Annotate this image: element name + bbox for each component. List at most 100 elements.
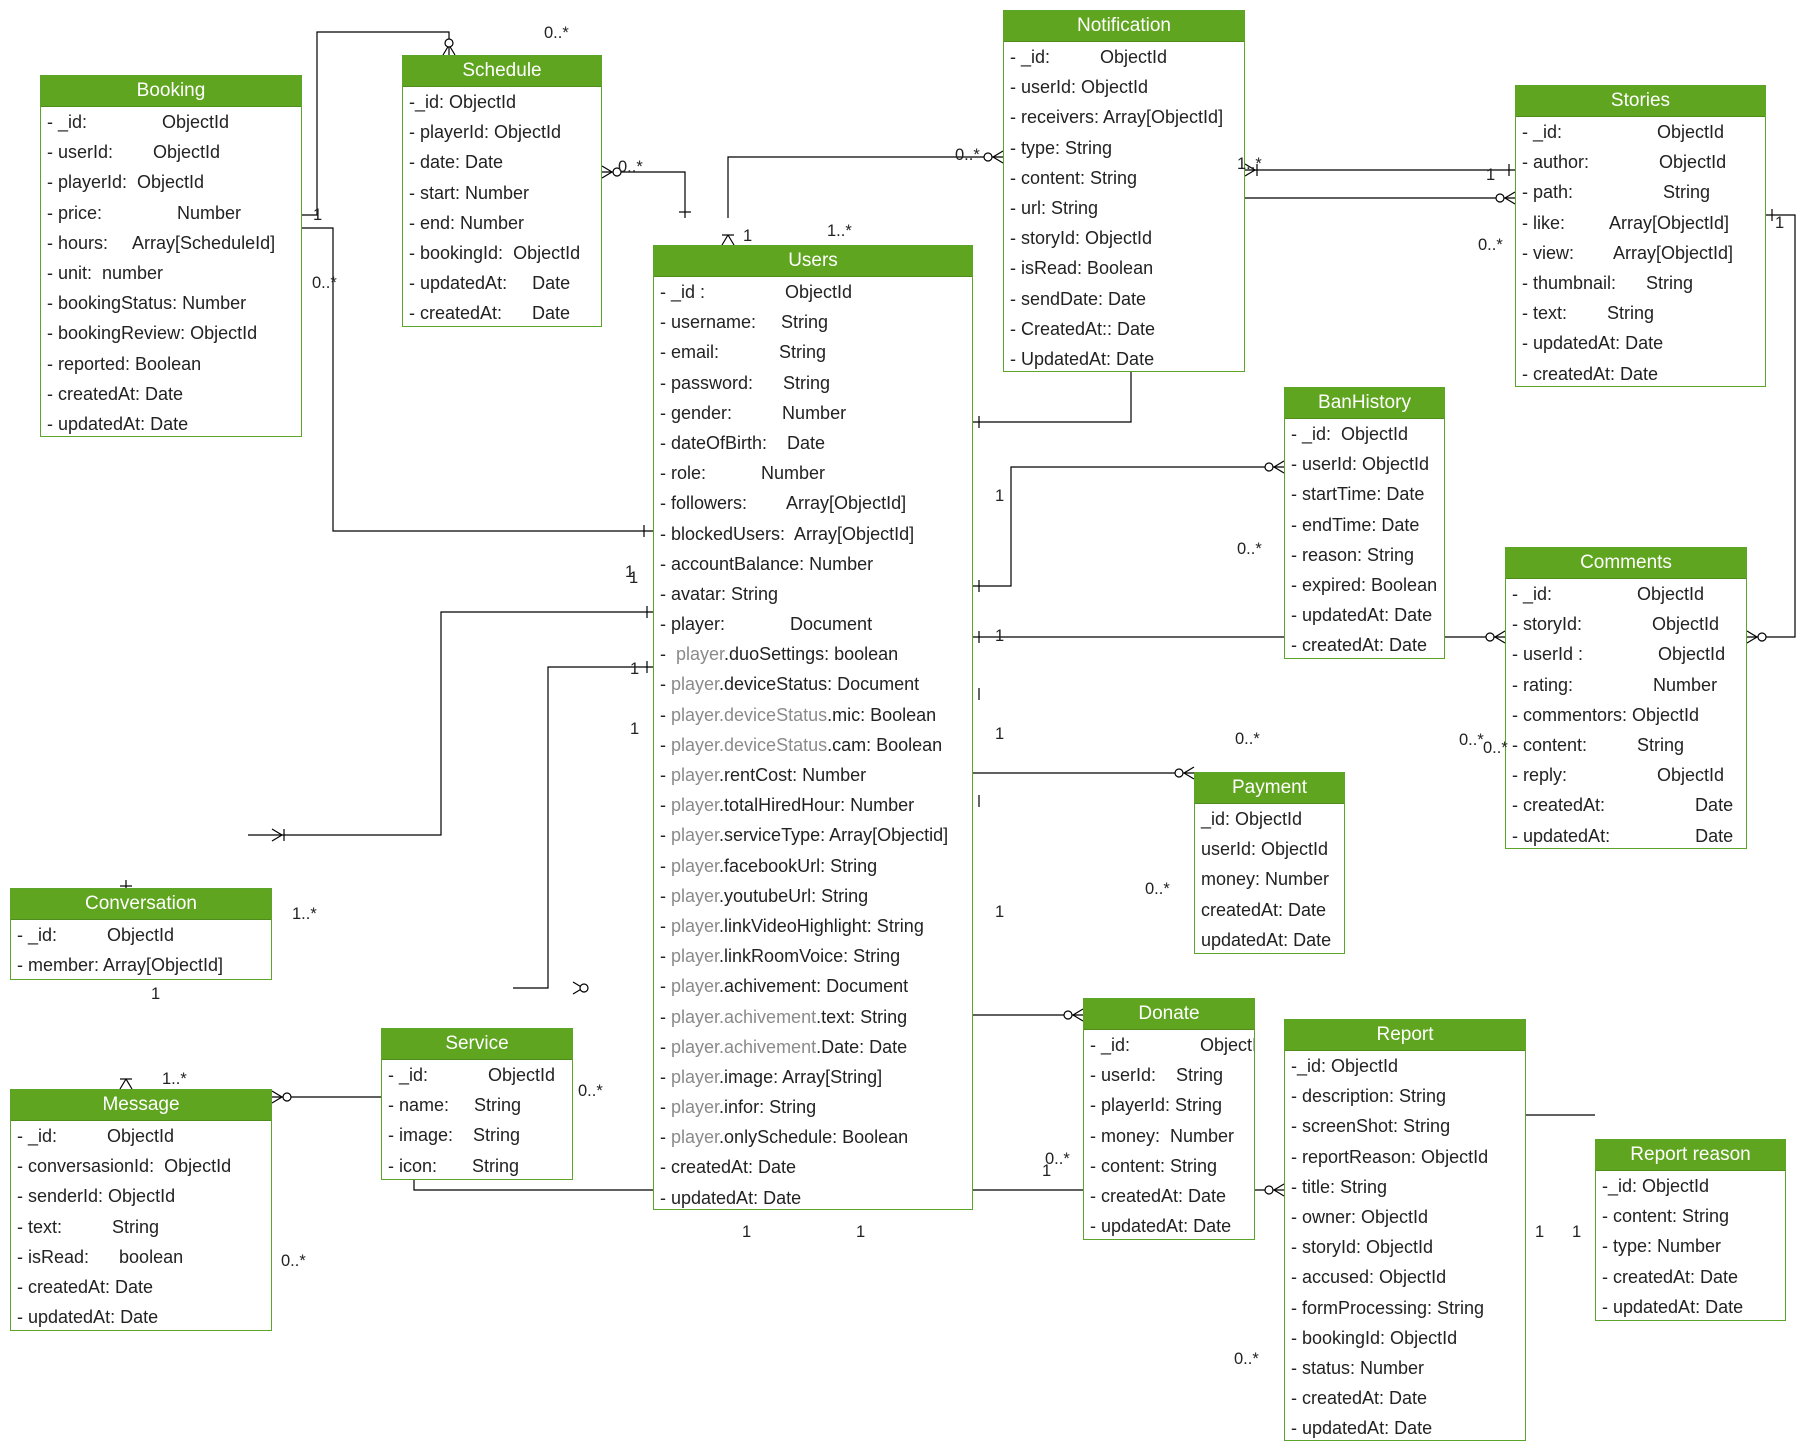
many-marker (1273, 1183, 1285, 1197)
multiplicity-label: 1..* (162, 1070, 187, 1088)
multiplicity-label: 1 (1042, 1162, 1052, 1180)
entity-field: - description: String (1291, 1086, 1447, 1107)
field-text: .linkVideoHighlight: String (719, 915, 924, 936)
relation-line-2 (272, 227, 653, 532)
entity-title: Payment (1195, 773, 1344, 804)
multiplicity-label: 0..* (1478, 236, 1503, 254)
entity-field: - _id: ObjectId (388, 1065, 556, 1085)
entity-field: - hours: Array[ScheduleId] (47, 232, 276, 253)
entity-field: - isRead: Boolean (1010, 258, 1154, 279)
field-prefix: player (671, 674, 720, 695)
relation-line-11 (970, 772, 1194, 802)
zero-marker (1485, 632, 1495, 642)
many-marker (1494, 630, 1506, 644)
entity-field: - player.deviceStatus.mic: Boolean (654, 700, 972, 730)
relation-line-4 (727, 156, 1003, 218)
entity-field: - _id: ObjectId (1512, 584, 1705, 604)
relation-line-7 (973, 466, 1284, 587)
field-prefix: player (671, 915, 720, 936)
entity-field: - email: String (654, 337, 972, 367)
field-text: - player: Document (660, 614, 873, 635)
multiplicity-label: 1 (995, 903, 1005, 921)
entity-field: - updatedAt: Date (1602, 1296, 1744, 1317)
field-bullet: - (660, 915, 671, 936)
entity-field: - content: String (1602, 1206, 1730, 1227)
entity-field: - player.serviceType: Array[Objectid] (654, 820, 972, 850)
entity-field: - url: String (1010, 197, 1099, 218)
entity-field: - date: Date (409, 152, 504, 173)
entity-field: - isRead: boolean (17, 1246, 184, 1267)
entity-field: - createdAt: Date (47, 383, 184, 404)
zero-marker (444, 38, 454, 48)
many-marker (1183, 766, 1195, 780)
entity-field: - player.infor: String (654, 1092, 972, 1122)
field-prefix: player (671, 885, 720, 906)
entity-title: Conversation (11, 889, 271, 920)
field-prefix: player.deviceStatus (671, 704, 828, 725)
entity-field: - player.linkRoomVoice: String (654, 941, 972, 971)
entity-notification: Notification- _id: ObjectId- userId: Obj… (1003, 10, 1245, 372)
entity-field: - updatedAt: Date (1291, 1418, 1433, 1439)
entity-field: - text: String (17, 1216, 160, 1237)
field-bullet: - (660, 885, 671, 906)
field-text: .serviceType: Array[Objectid] (719, 825, 949, 846)
field-text: - dateOfBirth: Date (660, 432, 826, 453)
multiplicity-label: 1 (625, 563, 635, 581)
entity-field: - avatar: String (654, 579, 972, 609)
multiplicity-label: 1 (1572, 1223, 1582, 1241)
relation-line-9 (1747, 214, 1796, 638)
field-prefix: player (671, 1066, 720, 1087)
entity-field: - _id: ObjectId (1090, 1035, 1254, 1055)
entity-reportreason: Report reason-_id: ObjectId- content: St… (1595, 1139, 1786, 1321)
field-bullet: - (660, 734, 671, 755)
entity-field: - updatedAt: Date (17, 1307, 159, 1328)
field-bullet: - (660, 644, 676, 665)
entity-field: - userId: String (1090, 1065, 1224, 1086)
field-text: - role: Number (660, 463, 826, 484)
field-prefix: player (671, 1127, 720, 1148)
entity-field: - bookingReview: ObjectId (47, 323, 258, 344)
field-text: - accountBalance: Number (660, 553, 874, 574)
entity-field: money: Number (1201, 869, 1330, 890)
field-text: .Date: Date (816, 1036, 908, 1057)
entity-field: - content: String (1090, 1155, 1218, 1176)
field-text: - _id : ObjectId (660, 282, 853, 302)
entity-field: - CreatedAt:: Date (1010, 318, 1156, 339)
entity-comments: Comments- _id: ObjectId- storyId: Object… (1505, 547, 1747, 849)
entity-field: userId: ObjectId (1201, 839, 1329, 860)
entity-field: - accused: ObjectId (1291, 1267, 1447, 1288)
multiplicity-label: 1 (995, 487, 1005, 505)
entity-field: - bookingId: ObjectId (1291, 1327, 1458, 1348)
entity-field: - updatedAt: Date (409, 273, 571, 294)
multiplicity-label: 1 (742, 1223, 752, 1241)
multiplicity-label: 1 (856, 1223, 866, 1241)
entity-field: - updatedAt: Date (1522, 333, 1664, 354)
field-bullet: - (660, 1036, 671, 1057)
entity-schedule: Schedule-_id: ObjectId- playerId: Object… (402, 55, 602, 327)
zero-marker (1264, 1185, 1274, 1195)
entity-title: Notification (1004, 11, 1244, 42)
entity-field: - createdAt: Date (1522, 363, 1659, 384)
entity-field: - player.achivement.text: String (654, 1002, 972, 1032)
multiplicity-label: 1..* (827, 222, 852, 240)
entity-field: - screenShot: String (1291, 1116, 1451, 1137)
entity-field: - member: Array[ObjectId] (17, 955, 224, 976)
zero-marker (1063, 1010, 1073, 1020)
entity-field: _id: ObjectId (1201, 809, 1303, 829)
entity-field: - commentors: ObjectId (1512, 704, 1700, 725)
many-marker (1244, 163, 1256, 177)
entity-field: - createdAt: Date (1291, 1388, 1428, 1409)
entity-field: - storyId: ObjectId (1291, 1237, 1434, 1258)
entity-title: Stories (1516, 86, 1765, 117)
entity-field: - updatedAt: Date (47, 413, 189, 434)
entity-field: - updatedAt: Date (1512, 825, 1734, 846)
multiplicity-label: 1..* (292, 905, 317, 923)
multiplicity-label: 0..* (1045, 1150, 1070, 1168)
relation-line-12 (248, 611, 653, 836)
field-bullet: - (660, 825, 671, 846)
entity-field: - createdAt: Date (1512, 795, 1734, 816)
field-bullet: - (660, 704, 671, 725)
entity-field: - userId: ObjectId (1010, 77, 1149, 98)
entity-field: -_id: ObjectId (1291, 1056, 1399, 1076)
